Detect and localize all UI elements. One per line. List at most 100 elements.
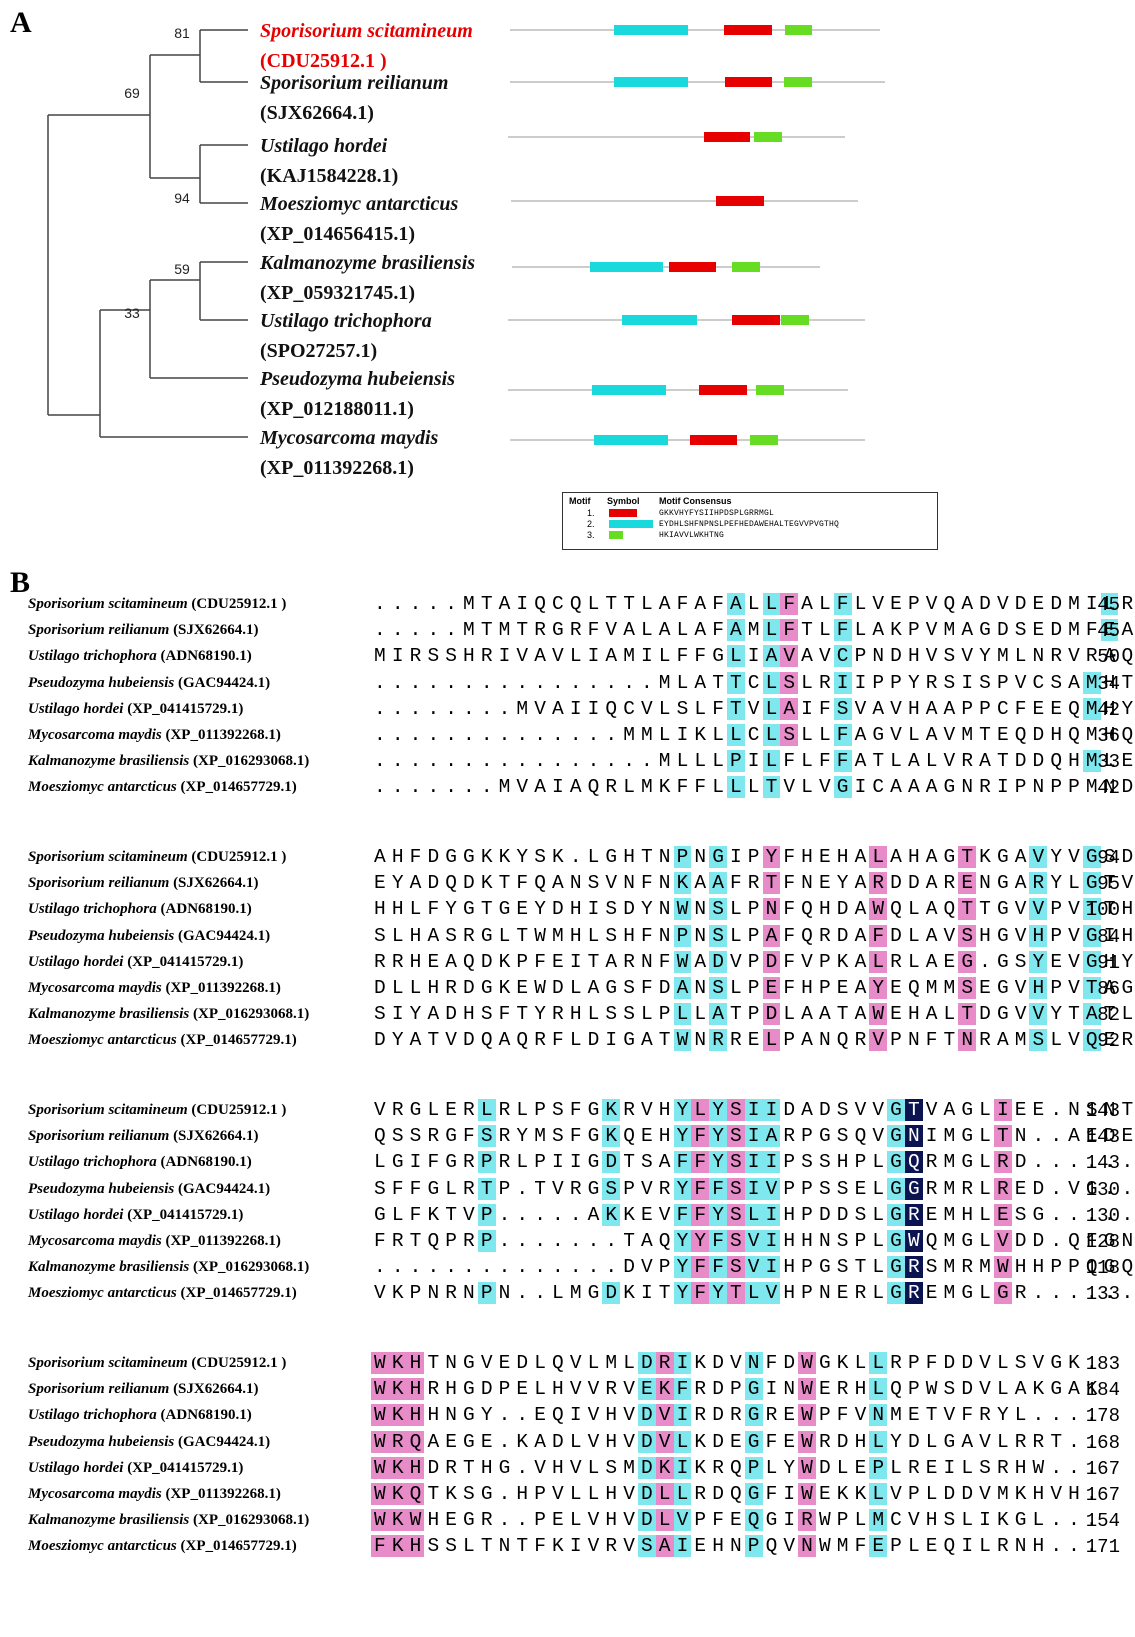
taxon-labels: Sporisorium scitamineum(CDU25912.1 )Spor… bbox=[259, 20, 475, 479]
alignment-row-name: Ustilago hordei (XP_041415729.1) bbox=[28, 700, 244, 717]
alignment-species: Sporisorium scitamineum bbox=[28, 1102, 188, 1118]
alignment-row-name: Moesziomyc antarcticus (XP_014657729.1) bbox=[28, 779, 297, 796]
legend-row-1-consensus: GKKVHYFYSIIHPDSPLGRRMGL bbox=[659, 509, 775, 518]
alignment-row-name: Ustilago hordei (XP_041415729.1) bbox=[28, 953, 244, 970]
alignment-species: Mycosarcoma maydis bbox=[28, 727, 162, 743]
alignment-end-position: 168 bbox=[1085, 1431, 1120, 1454]
motif-legend: Motif Symbol Motif Consensus 1. GKKVHYFY… bbox=[562, 492, 938, 550]
taxon-accession: (XP_059321745.1) bbox=[260, 282, 415, 304]
alignment-row-name: Kalmanozyme brasiliensis (XP_016293068.1… bbox=[28, 1259, 310, 1276]
motif-2-box bbox=[592, 385, 666, 395]
alignment-end-position: 36 bbox=[1097, 725, 1120, 747]
alignment-row-name: Ustilago hordei (XP_041415729.1) bbox=[28, 1459, 244, 1476]
motif-3-box bbox=[754, 132, 782, 142]
alignment-end-position: 94 bbox=[1097, 847, 1120, 869]
motif-1-box bbox=[716, 196, 764, 206]
alignment-row-name: Sporisorium reilianum (SJX62664.1) bbox=[28, 1128, 259, 1145]
alignment-row-name: Kalmanozyme brasiliensis (XP_016293068.1… bbox=[28, 1512, 310, 1529]
legend-row-3-consensus: HKIAVVLWKHTNG bbox=[659, 531, 725, 540]
alignment-species: Ustilago trichophora bbox=[28, 1407, 157, 1424]
alignment-end-position: 82 bbox=[1097, 1004, 1120, 1027]
alignment-end-position: 133 bbox=[1085, 1283, 1120, 1306]
tree-branches bbox=[47, 29, 248, 438]
alignment-row-name: Pseudozyma hubeiensis (GAC94424.1) bbox=[28, 927, 271, 944]
alignment-species: Moesziomyc antarcticus bbox=[28, 779, 177, 796]
panel-a-label: A bbox=[10, 6, 32, 39]
legend-row-1-num: 1. bbox=[587, 508, 595, 518]
motif-1-box bbox=[699, 385, 747, 395]
bootstrap-value: 81 bbox=[174, 25, 190, 41]
bootstrap-value: 94 bbox=[174, 190, 190, 206]
alignment-row-name: Pseudozyma hubeiensis (GAC94424.1) bbox=[28, 1180, 271, 1197]
alignment-species: Sporisorium reilianum bbox=[28, 1381, 170, 1398]
alignment-species: Moesziomyc antarcticus bbox=[28, 1538, 177, 1555]
alignment-species: Sporisorium scitamineum bbox=[28, 849, 188, 865]
legend-row-3-num: 3. bbox=[587, 530, 595, 540]
alignment-row-name: Ustilago trichophora (ADN68190.1) bbox=[28, 901, 252, 918]
taxon-accession: (XP_014656415.1) bbox=[260, 223, 415, 245]
alignment-row-name: Sporisorium reilianum (SJX62664.1) bbox=[28, 1381, 259, 1398]
bootstrap-value: 69 bbox=[124, 85, 140, 101]
motif-1-box bbox=[732, 315, 780, 325]
motif-2-box bbox=[590, 262, 663, 272]
alignment-end-position: 167 bbox=[1085, 1484, 1120, 1506]
alignment-end-position: 130 bbox=[1085, 1204, 1120, 1227]
taxon-accession: (CDU25912.1 ) bbox=[260, 50, 387, 72]
alignment-species: Sporisorium scitamineum bbox=[28, 1355, 188, 1371]
alignment-row-name: Pseudozyma hubeiensis (GAC94424.1) bbox=[28, 1433, 271, 1450]
alignment-species: Ustilago trichophora bbox=[28, 1154, 157, 1171]
alignment-end-position: 91 bbox=[1097, 951, 1120, 974]
alignment-end-position: 95 bbox=[1097, 873, 1120, 896]
alignment-species: Sporisorium reilianum bbox=[28, 1128, 170, 1145]
alignment-end-position: 154 bbox=[1085, 1510, 1120, 1533]
motif-1-box bbox=[704, 132, 750, 142]
alignment-species: Moesziomyc antarcticus bbox=[28, 1285, 177, 1302]
alignment-row-name: Kalmanozyme brasiliensis (XP_016293068.1… bbox=[28, 753, 310, 770]
alignment-end-position: 130 bbox=[1085, 1178, 1120, 1201]
alignment-row-name: Sporisorium scitamineum (CDU25912.1 ) bbox=[28, 596, 287, 612]
alignment-species: Sporisorium reilianum bbox=[28, 622, 170, 639]
taxon-name: Pseudozyma hubeiensis bbox=[259, 368, 455, 390]
legend-swatch-motif2 bbox=[609, 520, 653, 528]
taxon-name: Mycosarcoma maydis bbox=[259, 427, 439, 449]
alignment-row-name: Sporisorium scitamineum (CDU25912.1 ) bbox=[28, 849, 287, 865]
bootstrap-value: 33 bbox=[124, 305, 140, 321]
legend-header-motif: Motif bbox=[569, 496, 591, 506]
alignment-species: Moesziomyc antarcticus bbox=[28, 1032, 177, 1049]
alignment-end-position: 128 bbox=[1085, 1231, 1120, 1253]
taxon-accession: (SPO27257.1) bbox=[260, 340, 377, 362]
alignment-end-position: 184 bbox=[1085, 1379, 1120, 1402]
alignment-end-position: 167 bbox=[1085, 1457, 1120, 1480]
alignment-end-position: 143 bbox=[1085, 1126, 1120, 1149]
alignment-row-name: Moesziomyc antarcticus (XP_014657729.1) bbox=[28, 1285, 297, 1302]
legend-row-2-num: 2. bbox=[587, 519, 595, 529]
alignment-end-position: 178 bbox=[1085, 1405, 1120, 1428]
alignment-species: Sporisorium reilianum bbox=[28, 875, 170, 892]
alignment-end-position: 50 bbox=[1097, 646, 1120, 669]
alignment-row-name: Sporisorium scitamineum (CDU25912.1 ) bbox=[28, 1355, 287, 1371]
alignment-end-position: 86 bbox=[1097, 978, 1120, 1000]
alignment-end-position: 92 bbox=[1097, 1030, 1120, 1053]
motif-1-box bbox=[724, 25, 772, 35]
